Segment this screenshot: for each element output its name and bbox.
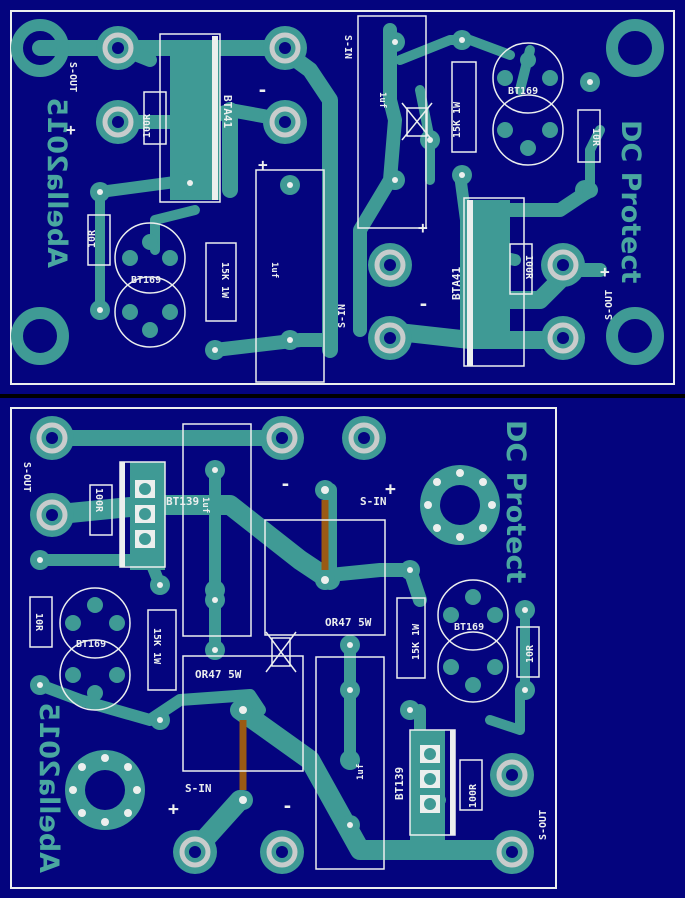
top-board: DC Protect Abella2015 BTA41 BTA41 100R 1… <box>0 0 685 394</box>
bottom-plus-2: + <box>168 799 179 820</box>
top-sin-label-2: S-IN <box>337 304 348 328</box>
top-pad-sin-1 <box>263 26 307 70</box>
bottom-100r-label-2: 100R <box>468 783 479 808</box>
bottom-small-pads <box>30 460 535 835</box>
top-terminal-pads <box>96 26 585 360</box>
bottom-15k-label-1: 15K 1W <box>151 628 162 665</box>
top-board-outline <box>10 10 675 385</box>
bottom-or47-label-1: OR47 5W <box>325 616 372 629</box>
bottom-triac-label-2: BT139 <box>393 767 406 800</box>
bottom-pad-sout-2 <box>30 493 74 537</box>
top-weee-icon <box>401 102 433 141</box>
top-sin-label-1: S-IN <box>342 35 353 59</box>
bottom-triac-tab-holes <box>139 483 436 810</box>
top-10r-label-1: 10R <box>87 229 98 248</box>
bottom-pad-gnd-2 <box>173 830 217 874</box>
top-project-label: DC Protect <box>615 120 646 284</box>
bottom-cap-label-1: 1uf <box>200 497 210 513</box>
top-pad-sout-1 <box>96 26 140 70</box>
bottom-pad-minus-1 <box>260 416 304 460</box>
top-100r-label-1: 100R <box>142 113 153 138</box>
top-100r-label-2: 100R <box>523 255 534 280</box>
top-scr-label-2: BT169 <box>508 86 538 97</box>
top-plus-4: + <box>418 218 428 237</box>
top-pad-sin-3 <box>368 243 412 287</box>
bottom-weee-icon <box>265 631 297 673</box>
bottom-small-pad-holes <box>37 467 528 828</box>
top-15k-label-2: 15K 1W <box>452 101 463 138</box>
bottom-pad-sout-3 <box>490 753 534 797</box>
bottom-sout-label-1: S-OUT <box>21 462 32 492</box>
top-minus-1: - <box>257 80 268 101</box>
top-15k-label-1: 15K 1W <box>219 262 230 299</box>
top-pad-sout-4 <box>541 316 585 360</box>
bottom-triac-label-1: BT139 <box>166 495 199 508</box>
bottom-silk-text: DC Protect Abella2015 BT139 BT139 100R 1… <box>21 420 549 873</box>
top-triac-label-1: BTA41 <box>221 95 234 128</box>
top-mounting-holes <box>11 19 664 365</box>
top-silk-outlines <box>87 15 601 383</box>
top-scr-pads <box>122 52 558 338</box>
top-plus-2: + <box>258 155 268 174</box>
top-sout-label-1: S-OUT <box>67 62 78 92</box>
top-triac-copper-pad-2 <box>170 40 220 200</box>
bottom-scr-label-2: BT169 <box>454 622 484 633</box>
top-brand-label: Abella2015 <box>41 98 72 268</box>
bottom-scr-label-1: BT169 <box>76 639 106 650</box>
top-small-pad-holes <box>97 37 593 353</box>
bottom-mounting-hole-vias <box>69 469 496 826</box>
top-plus-1: + <box>66 120 76 139</box>
bottom-sin-label-2: S-IN <box>185 782 212 795</box>
bottom-mounting-holes <box>65 465 500 830</box>
top-pad-sout-3 <box>541 243 585 287</box>
top-scr-label-1: BT169 <box>131 275 161 286</box>
top-cap-label-1: 1uf <box>269 262 279 278</box>
bottom-minus-2: - <box>282 796 293 817</box>
bottom-10r-label-2: 10R <box>525 644 536 663</box>
top-cap-label-2: 1uf <box>377 92 387 108</box>
bottom-project-label: DC Protect <box>500 420 531 584</box>
bottom-minus-1: - <box>280 474 291 495</box>
top-sout-label-2: S-OUT <box>604 290 615 320</box>
bottom-sin-label-1: S-IN <box>360 495 387 508</box>
top-plus-3: + <box>600 262 610 281</box>
bottom-pad-sout-1 <box>30 416 74 460</box>
bottom-brand-label: Abella2015 <box>33 703 64 873</box>
bottom-or47-label-2: OR47 5W <box>195 668 242 681</box>
bottom-scr-pads <box>65 589 503 701</box>
bottom-pad-sout-4 <box>490 830 534 874</box>
bottom-silk-outlines <box>29 423 540 870</box>
top-10r-label-2: 10R <box>590 128 601 147</box>
top-pad-sout-2 <box>96 100 140 144</box>
bottom-100r-label-1: 100R <box>93 488 104 513</box>
top-pad-sin-4 <box>368 316 412 360</box>
bottom-cap-label-2: 1uf <box>356 764 366 780</box>
bottom-board: DC Protect Abella2015 BT139 BT139 100R 1… <box>0 398 685 898</box>
top-silk-text: DC Protect Abella2015 BTA41 BTA41 100R 1… <box>41 35 646 328</box>
bottom-sout-label-2: S-OUT <box>538 810 549 840</box>
top-pad-sin-2 <box>263 100 307 144</box>
bottom-plus-1: + <box>385 479 396 500</box>
bottom-15k-label-2: 15K 1W <box>411 623 422 660</box>
bottom-10r-label-1: 10R <box>33 613 44 632</box>
bottom-terminal-pads <box>30 416 534 874</box>
bottom-board-outline <box>10 407 557 889</box>
bottom-pad-gnd-1 <box>342 416 386 460</box>
bottom-pad-minus-2 <box>260 830 304 874</box>
top-triac-label-2: BTA41 <box>450 267 463 300</box>
top-minus-2: - <box>418 294 429 315</box>
